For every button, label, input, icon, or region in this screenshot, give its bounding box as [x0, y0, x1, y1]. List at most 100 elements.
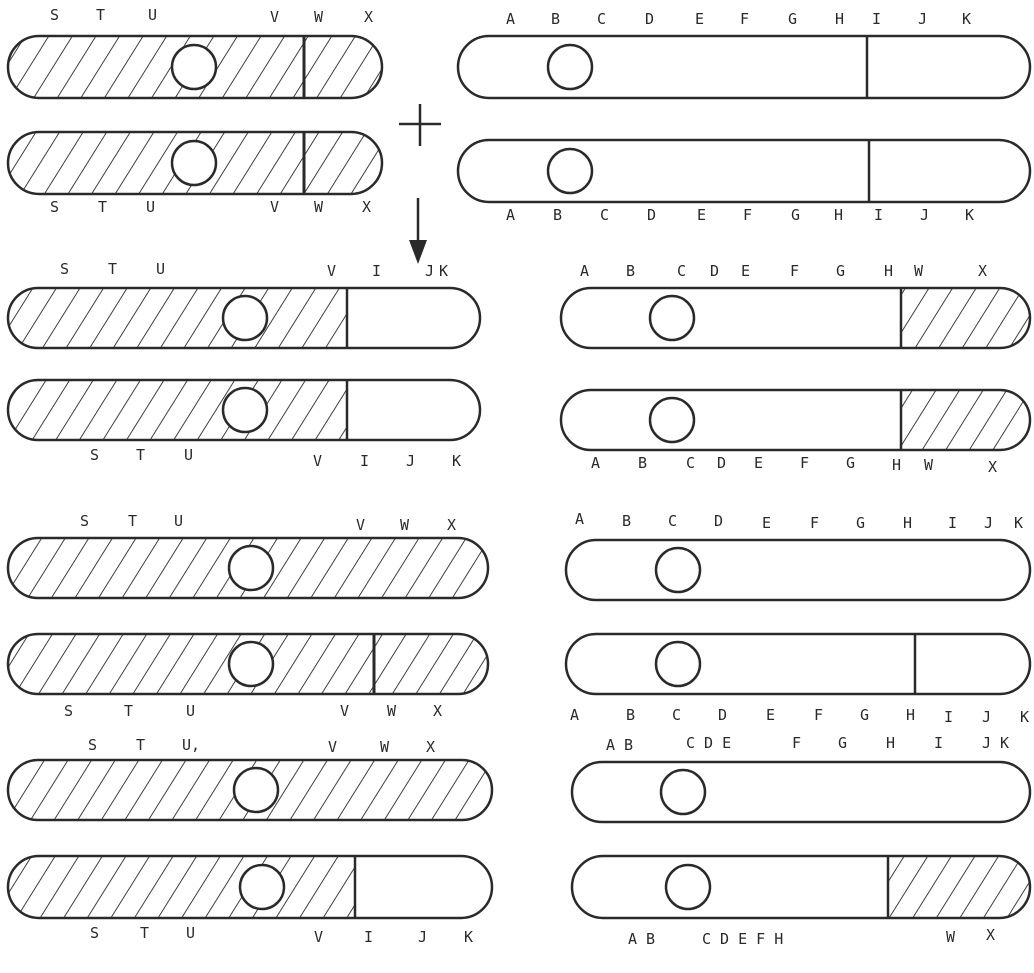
- g2-left-bottom-chromosome: [8, 634, 488, 694]
- g3-left-bottom-chromosome: [8, 856, 492, 918]
- gene-label: C: [600, 206, 609, 224]
- gene-label: T: [140, 924, 149, 942]
- gene-label: X: [426, 738, 435, 756]
- gene-label: I: [364, 928, 373, 946]
- centromere: [223, 296, 267, 340]
- g1-right-bottom-chromosome: [561, 390, 1030, 450]
- gene-label: V: [314, 928, 323, 946]
- gene-label: W: [314, 8, 324, 26]
- gene-label: C: [677, 262, 686, 280]
- gene-label: U: [148, 6, 157, 24]
- gene-label: I: [360, 452, 369, 470]
- gene-label: X: [978, 262, 987, 280]
- centromere: [223, 388, 267, 432]
- gene-label: W: [387, 702, 397, 720]
- gene-label: X: [986, 926, 995, 944]
- centromere: [240, 865, 284, 909]
- gene-label: F: [792, 734, 801, 752]
- gene-label: W: [400, 516, 410, 534]
- gene-label: W: [914, 262, 924, 280]
- down-arrow-icon: [409, 198, 427, 264]
- gene-label: C D E: [686, 734, 731, 752]
- gene-label: X: [988, 458, 997, 476]
- gene-label: B: [551, 10, 560, 28]
- gene-label: V: [328, 738, 337, 756]
- parent-open-chromosome-top: [458, 36, 1030, 98]
- gene-label: G: [846, 454, 855, 472]
- gene-label: K: [1020, 708, 1029, 726]
- gene-label: H: [834, 206, 843, 224]
- gene-label: U: [146, 198, 155, 216]
- centromere: [229, 546, 273, 590]
- centromere: [172, 141, 216, 185]
- gene-label: E: [695, 10, 704, 28]
- gene-label: D: [717, 454, 726, 472]
- gene-label: X: [433, 702, 442, 720]
- gene-label: D: [718, 706, 727, 724]
- gene-label: G: [791, 206, 800, 224]
- gene-label: F: [790, 262, 799, 280]
- gene-label: F: [740, 10, 749, 28]
- gene-label: F: [810, 514, 819, 532]
- gene-label: C D E F H: [702, 930, 783, 948]
- gene-label: I: [874, 206, 883, 224]
- centromere: [548, 45, 592, 89]
- cross-symbol: [399, 104, 441, 146]
- gene-label: T: [136, 446, 145, 464]
- gene-label: G: [860, 706, 869, 724]
- gene-label: H: [835, 10, 844, 28]
- gene-label: A: [575, 510, 584, 528]
- centromere: [234, 768, 278, 812]
- gene-label: V: [356, 516, 365, 534]
- gene-label: E: [697, 206, 706, 224]
- gene-label: B: [638, 454, 647, 472]
- gene-label: G: [856, 514, 865, 532]
- gene-label: B: [626, 706, 635, 724]
- gene-label: J: [984, 514, 993, 532]
- centromere: [548, 149, 592, 193]
- gene-label: C: [672, 706, 681, 724]
- centromere: [650, 296, 694, 340]
- centromere: [661, 770, 705, 814]
- g1-right-top-chromosome: [561, 288, 1030, 348]
- g1-left-bottom-chromosome: [8, 380, 480, 440]
- gene-label: J: [406, 452, 415, 470]
- gene-label: S: [60, 260, 69, 278]
- gene-label: J: [982, 708, 991, 726]
- gene-label: T: [98, 198, 107, 216]
- gene-label: T: [136, 736, 145, 754]
- gene-label: H: [886, 734, 895, 752]
- gene-label: S: [90, 446, 99, 464]
- gene-label: A: [570, 706, 579, 724]
- gene-label: U: [156, 260, 165, 278]
- gene-label: D: [647, 206, 656, 224]
- gene-label: A B: [606, 736, 633, 754]
- gene-label: U: [184, 446, 193, 464]
- gene-label: W: [380, 738, 390, 756]
- parent-hatched-chromosome-bottom: [8, 132, 382, 194]
- centromere: [229, 642, 273, 686]
- gene-label: X: [364, 8, 373, 26]
- gene-label: H: [906, 706, 915, 724]
- gene-label: V: [270, 8, 279, 26]
- gene-label: J: [425, 262, 434, 280]
- gene-label: K: [439, 262, 448, 280]
- g3-right-top-chromosome: [572, 762, 1030, 822]
- gene-label: J: [920, 206, 929, 224]
- gene-label: T: [96, 6, 105, 24]
- centromere: [666, 865, 710, 909]
- gene-label: H: [892, 456, 901, 474]
- gene-label: T: [108, 260, 117, 278]
- gene-label: S: [80, 512, 89, 530]
- gene-label: B: [626, 262, 635, 280]
- parent-hatched-chromosome-top: [8, 36, 382, 98]
- gene-label: U,: [182, 736, 200, 754]
- gene-label: T: [124, 702, 133, 720]
- gene-label: E: [754, 454, 763, 472]
- centromere: [172, 45, 216, 89]
- gene-label: A: [506, 10, 515, 28]
- gene-label: S: [50, 198, 59, 216]
- gene-label: G: [836, 262, 845, 280]
- gene-label: U: [174, 512, 183, 530]
